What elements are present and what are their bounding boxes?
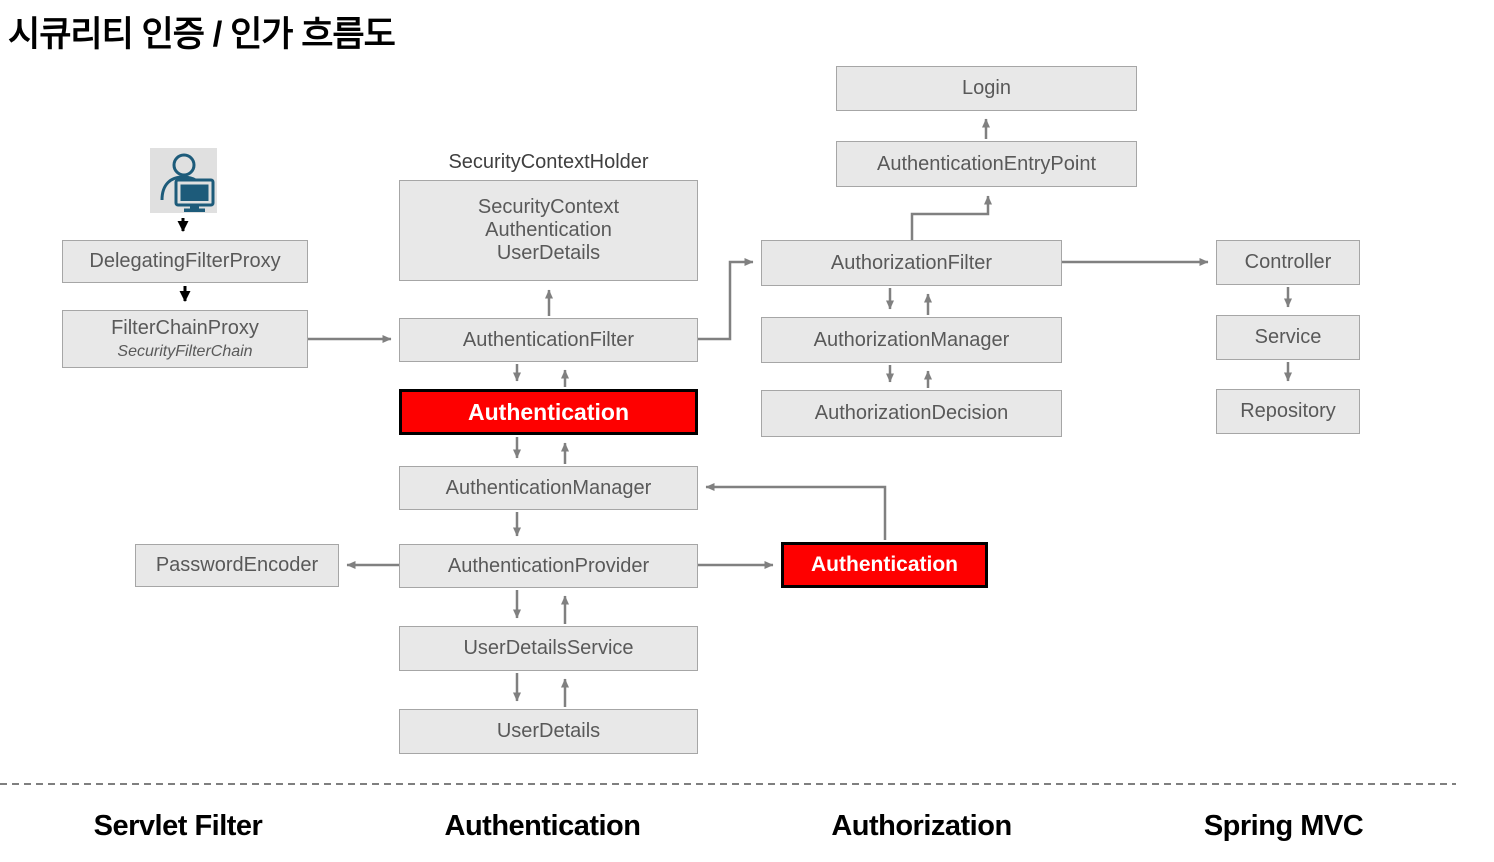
node-label: AuthenticationManager bbox=[445, 476, 652, 499]
node-label: Service bbox=[1254, 326, 1322, 348]
node-repository: Repository bbox=[1216, 389, 1360, 434]
node-label: UserDetails bbox=[496, 720, 601, 742]
user-at-computer-icon bbox=[150, 148, 217, 213]
node-authorization-filter: AuthorizationFilter bbox=[761, 240, 1062, 286]
page-title: 시큐리티 인증 / 인가 흐름도 bbox=[8, 15, 396, 54]
node-label: Login bbox=[962, 77, 1011, 99]
node-controller: Controller bbox=[1216, 240, 1360, 285]
node-label: Controller bbox=[1244, 251, 1332, 273]
node-authentication-token-right: Authentication bbox=[781, 542, 988, 588]
node-security-context: SecurityContext Authentication UserDetai… bbox=[399, 180, 698, 281]
node-label: AuthenticationEntryPoint bbox=[876, 152, 1097, 175]
node-label: PasswordEncoder bbox=[155, 554, 319, 576]
node-label: Authentication bbox=[811, 552, 958, 576]
node-line: SecurityContext bbox=[477, 196, 620, 218]
node-label: Repository bbox=[1240, 400, 1336, 422]
node-label: Authentication bbox=[468, 398, 629, 425]
node-service: Service bbox=[1216, 315, 1360, 360]
arrow-authfilter-to-authzfilter bbox=[698, 258, 754, 341]
arrow-authzfilter-to-entrypoint bbox=[910, 195, 992, 240]
node-authentication-entry-point: AuthenticationEntryPoint bbox=[836, 141, 1137, 187]
node-authentication-provider: AuthenticationProvider bbox=[399, 544, 698, 588]
node-filter-chain-proxy: FilterChainProxy SecurityFilterChain bbox=[62, 310, 308, 368]
node-label: UserDetailsService bbox=[463, 637, 634, 659]
node-authentication-manager: AuthenticationManager bbox=[399, 466, 698, 510]
node-label: AuthenticationProvider bbox=[447, 554, 650, 577]
lane-label-servlet-filter: Servlet Filter bbox=[93, 810, 263, 842]
node-line: UserDetails bbox=[496, 242, 601, 264]
node-label: FilterChainProxy bbox=[111, 316, 259, 339]
node-user-details-service: UserDetailsService bbox=[399, 626, 698, 671]
node-authentication-token: Authentication bbox=[399, 389, 698, 435]
node-login: Login bbox=[836, 66, 1137, 111]
node-authentication-filter: AuthenticationFilter bbox=[399, 318, 698, 362]
node-label: AuthorizationDecision bbox=[814, 402, 1009, 424]
node-password-encoder: PasswordEncoder bbox=[135, 544, 339, 587]
arrow-token-right-to-manager bbox=[705, 483, 887, 540]
node-line: Authentication bbox=[485, 219, 612, 241]
node-delegating-filter-proxy: DelegatingFilterProxy bbox=[62, 240, 308, 283]
node-sublabel: SecurityFilterChain bbox=[117, 342, 253, 360]
lane-label-authorization: Authorization bbox=[831, 810, 1012, 842]
node-user-details: UserDetails bbox=[399, 709, 698, 754]
node-label: DelegatingFilterProxy bbox=[89, 250, 281, 272]
lane-label-authentication: Authentication bbox=[444, 810, 642, 842]
node-label: AuthorizationFilter bbox=[830, 251, 993, 274]
node-label: AuthenticationFilter bbox=[462, 328, 635, 351]
node-authorization-decision: AuthorizationDecision bbox=[761, 390, 1062, 437]
node-authorization-manager: AuthorizationManager bbox=[761, 317, 1062, 363]
lane-label-spring-mvc: Spring MVC bbox=[1203, 810, 1364, 842]
node-label: AuthorizationManager bbox=[813, 328, 1010, 351]
label-security-context-holder: SecurityContextHolder bbox=[448, 151, 649, 173]
